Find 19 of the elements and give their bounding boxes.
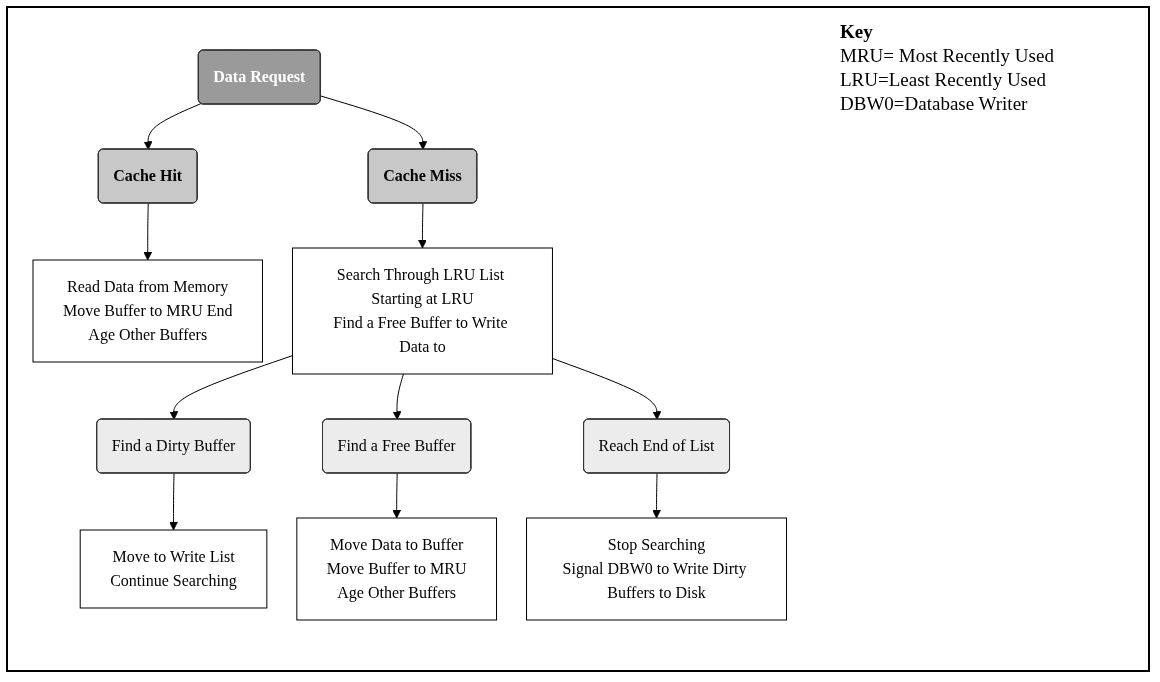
key-text: MRU= Most Recently Used	[840, 44, 1054, 68]
key-text: Key	[840, 20, 874, 44]
arrow	[143, 103, 202, 150]
node-box: Search Through LRU List Starting at LRU Find a Free Buffer to Write Data to	[292, 247, 554, 375]
arrow	[552, 358, 662, 420]
arrow	[392, 373, 405, 420]
arrow	[169, 355, 294, 420]
arrow	[392, 473, 402, 519]
node-box: Read Data from Memory Move Buffer to MRU End Age Other Buffers	[32, 259, 264, 363]
arrow	[143, 203, 153, 261]
arrow	[320, 95, 428, 150]
arrow	[169, 473, 179, 531]
key-text: DBW0=Database Writer	[840, 92, 1029, 116]
node-box: Move to Write List Continue Searching	[79, 529, 268, 609]
arrow	[652, 473, 662, 519]
node-box: Move Data to Buffer Move Buffer to MRU Age Other Buffers	[296, 517, 498, 621]
key-text: LRU=Least Recently Used	[840, 68, 1047, 92]
arrow	[418, 203, 428, 249]
node-box: Stop Searching Signal DBW0 to Write Dirty Buffers to Disk	[526, 517, 788, 621]
